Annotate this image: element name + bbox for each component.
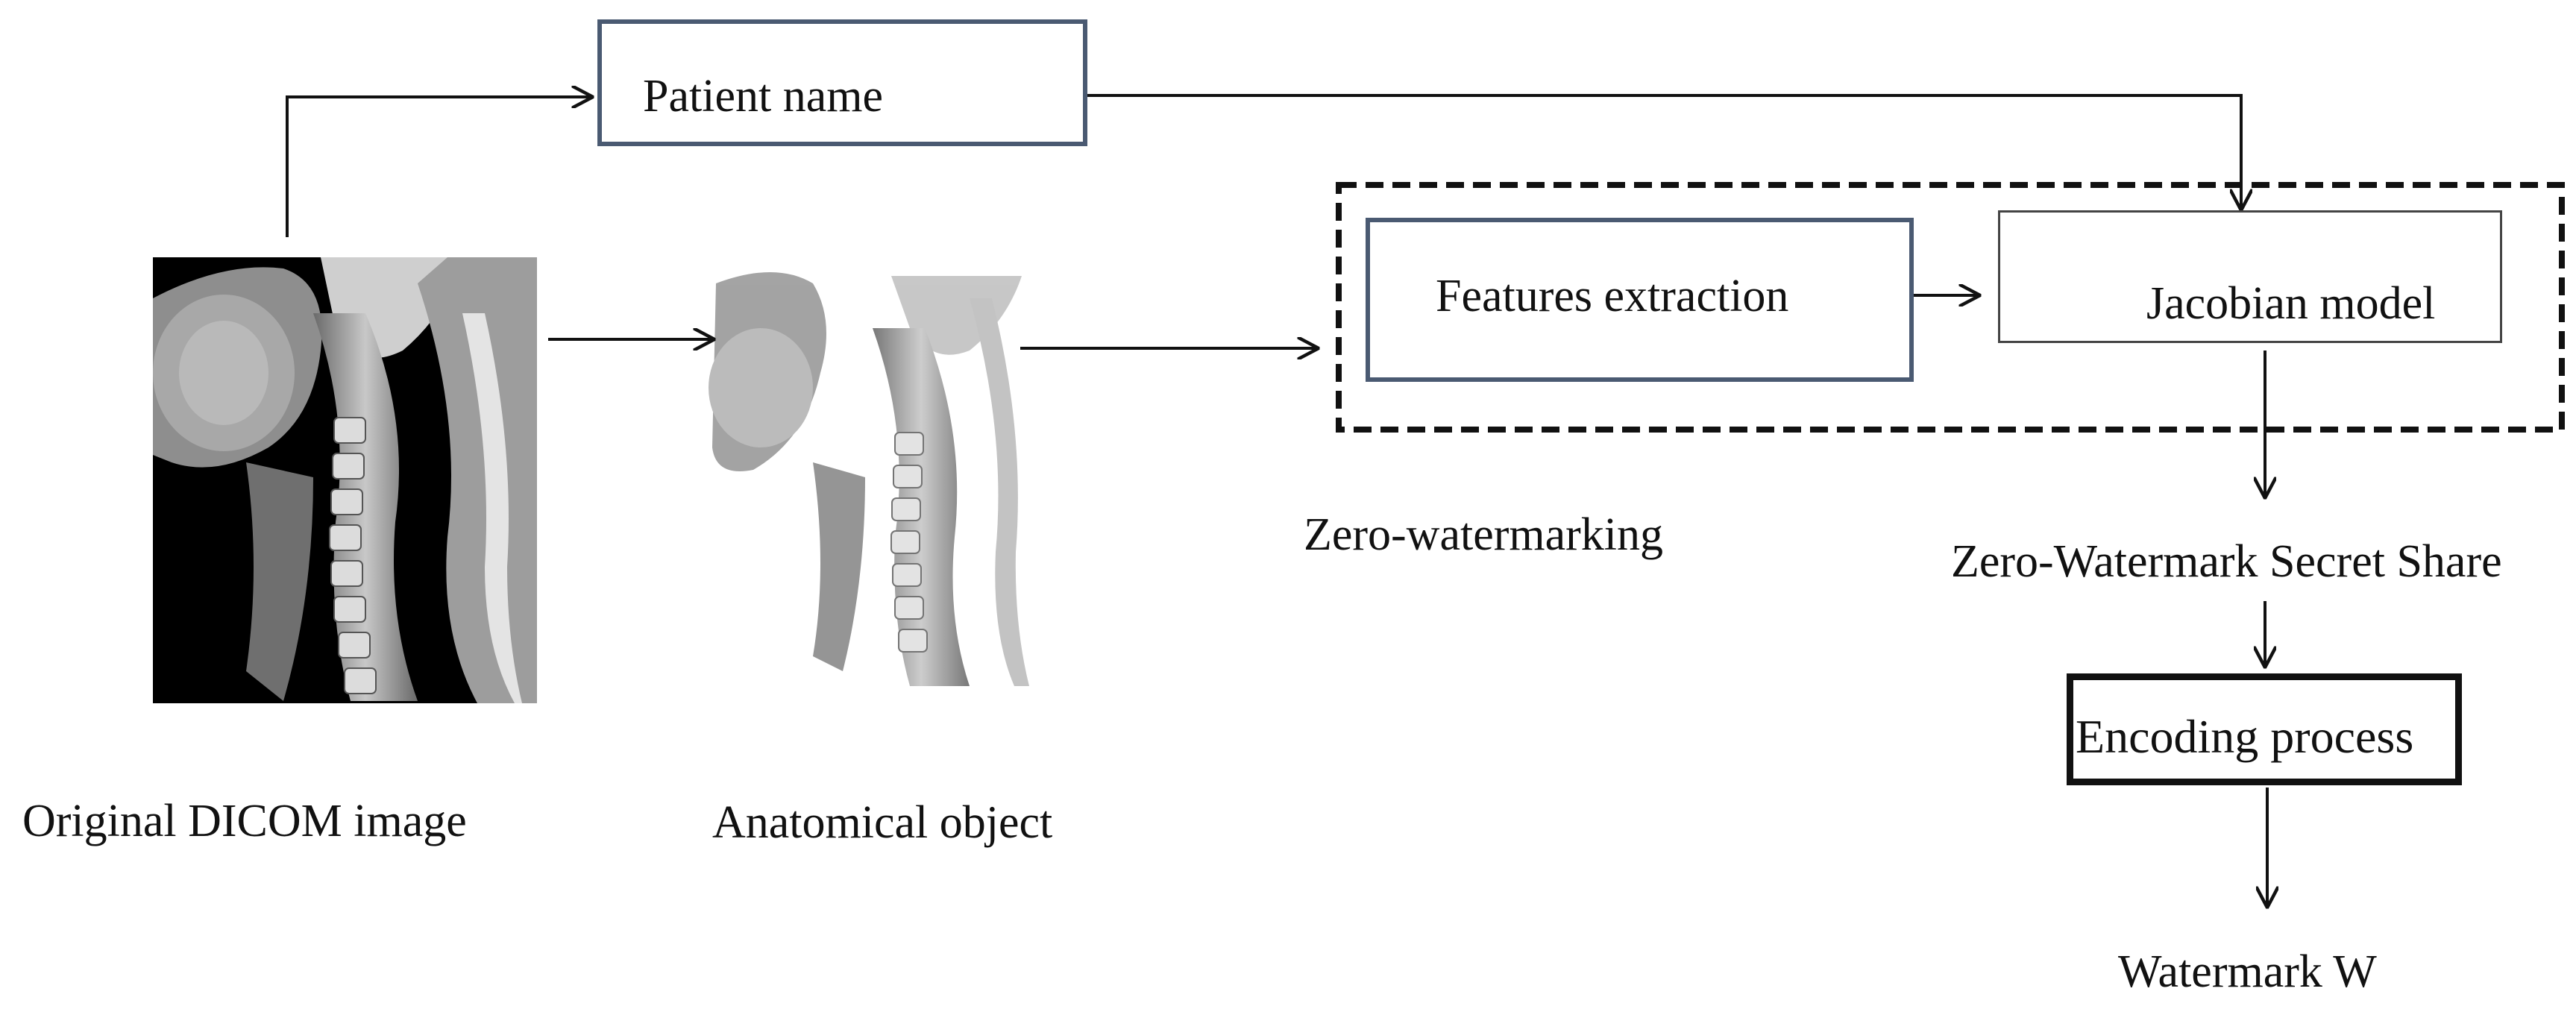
patient-name-label: Patient name — [643, 71, 883, 122]
encoding-process-box — [2067, 673, 2462, 785]
zero-watermarking-caption: Zero-watermarking — [1304, 509, 1663, 560]
arrow-original-to-patient-name — [286, 97, 593, 237]
original-image-caption: Original DICOM image — [22, 796, 467, 846]
anatomical-object-image — [709, 272, 1029, 686]
secret-share-caption: Zero-Watermark Secret Share — [1951, 536, 2502, 587]
features-extraction-box — [1366, 218, 1914, 382]
zero-watermarking-group — [1336, 182, 2565, 433]
watermark-caption: Watermark W — [2118, 946, 2377, 997]
anatomical-object-caption: Anatomical object — [712, 797, 1053, 848]
encoding-process-label: Encoding process — [2076, 710, 2414, 763]
patient-name-box — [597, 19, 1087, 146]
jacobian-model-box — [1998, 210, 2502, 343]
features-extraction-label: Features extraction — [1436, 271, 1789, 321]
arrow-patient-name-to-jacobian — [1087, 94, 2241, 210]
original-dicom-image — [153, 257, 537, 703]
connectors — [286, 94, 2267, 908]
jacobian-model-label: Jacobian model — [2146, 278, 2436, 329]
